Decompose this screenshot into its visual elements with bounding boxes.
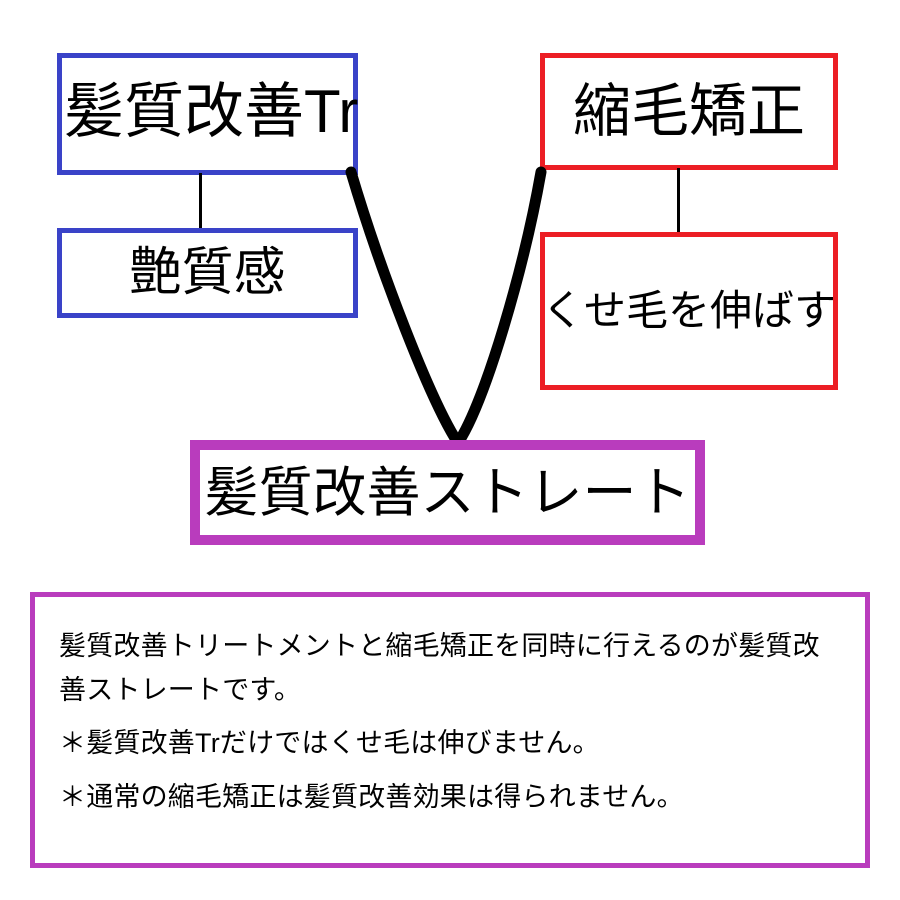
node-shine: 艶質感 bbox=[57, 228, 358, 318]
connector-straightening-to-curl bbox=[677, 168, 680, 234]
description-spacer bbox=[59, 712, 841, 722]
description-spacer-2 bbox=[59, 766, 841, 776]
node-straighten-curl-label: くせ毛を伸ばす bbox=[542, 287, 837, 334]
node-result-label: 髪質改善ストレート bbox=[204, 462, 691, 523]
description-paragraph-line-2: 善ストレートです。 bbox=[59, 674, 302, 705]
node-straightening: 縮毛矯正 bbox=[540, 53, 838, 170]
description-paragraph-line-1: 髪質改善トリートメントと縮毛矯正を同時に行えるのが髪質改 bbox=[59, 631, 820, 661]
node-result: 髪質改善ストレート bbox=[190, 440, 705, 545]
connector-treatment-to-shine bbox=[199, 173, 202, 230]
node-shine-label: 艶質感 bbox=[129, 244, 286, 302]
description-note-1: ＊髪質改善Trだけではくせ毛は伸びません。 bbox=[59, 728, 600, 759]
node-straighten-curl: くせ毛を伸ばす bbox=[540, 232, 838, 390]
node-treatment: 髪質改善Tr bbox=[57, 53, 358, 175]
node-treatment-label: 髪質改善Tr bbox=[64, 78, 359, 145]
node-straightening-label: 縮毛矯正 bbox=[572, 78, 805, 144]
description-note-2: ＊通常の縮毛矯正は髪質改善効果は得られません。 bbox=[59, 782, 684, 813]
description-panel: 髪質改善トリートメントと縮毛矯正を同時に行えるのが髪質改 善ストレートです。 ＊… bbox=[30, 592, 870, 868]
